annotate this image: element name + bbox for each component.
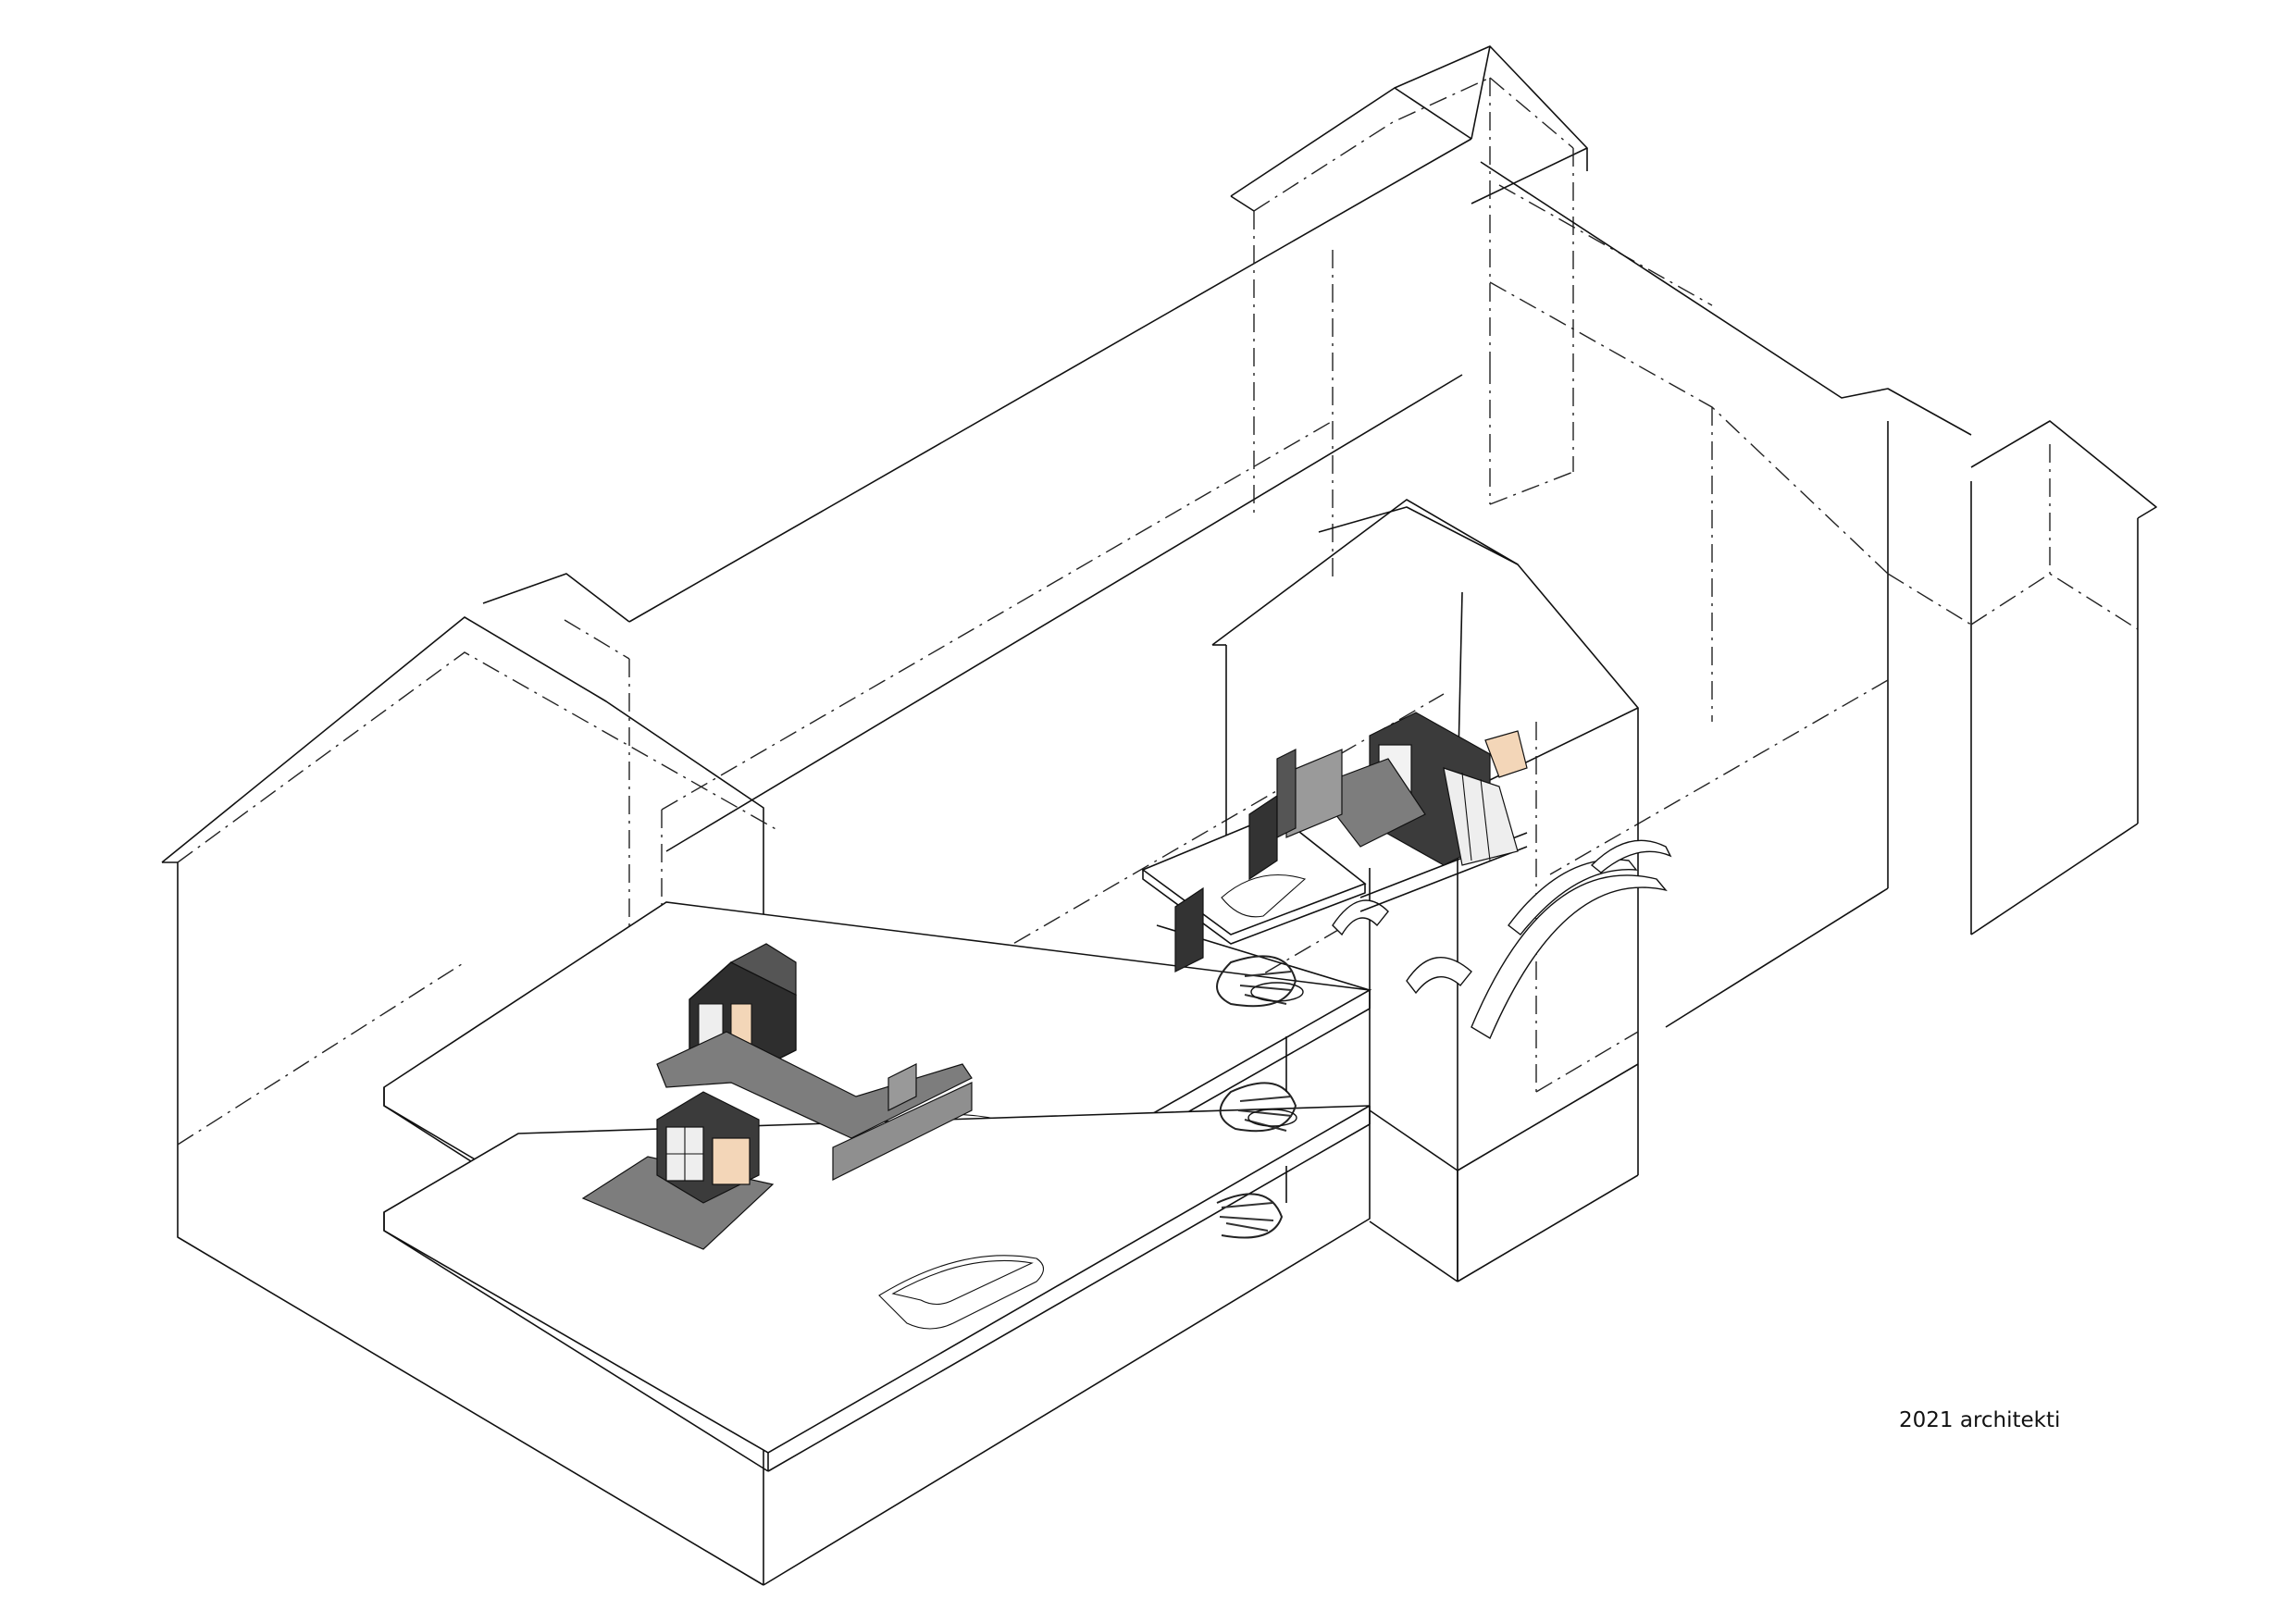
module-upper-right <box>1174 712 1528 973</box>
vault-arches <box>1332 839 1672 1040</box>
spiral-staircase <box>1216 955 1304 1239</box>
gallery-walkway <box>656 1031 973 1181</box>
tower-outline <box>1230 45 1713 583</box>
module-lower-left <box>581 1091 775 1250</box>
right-wing-outline <box>1480 161 2157 1028</box>
credit-label: 2021 architekti <box>1899 1408 2061 1432</box>
lower-floor-slab <box>383 1105 1371 1472</box>
